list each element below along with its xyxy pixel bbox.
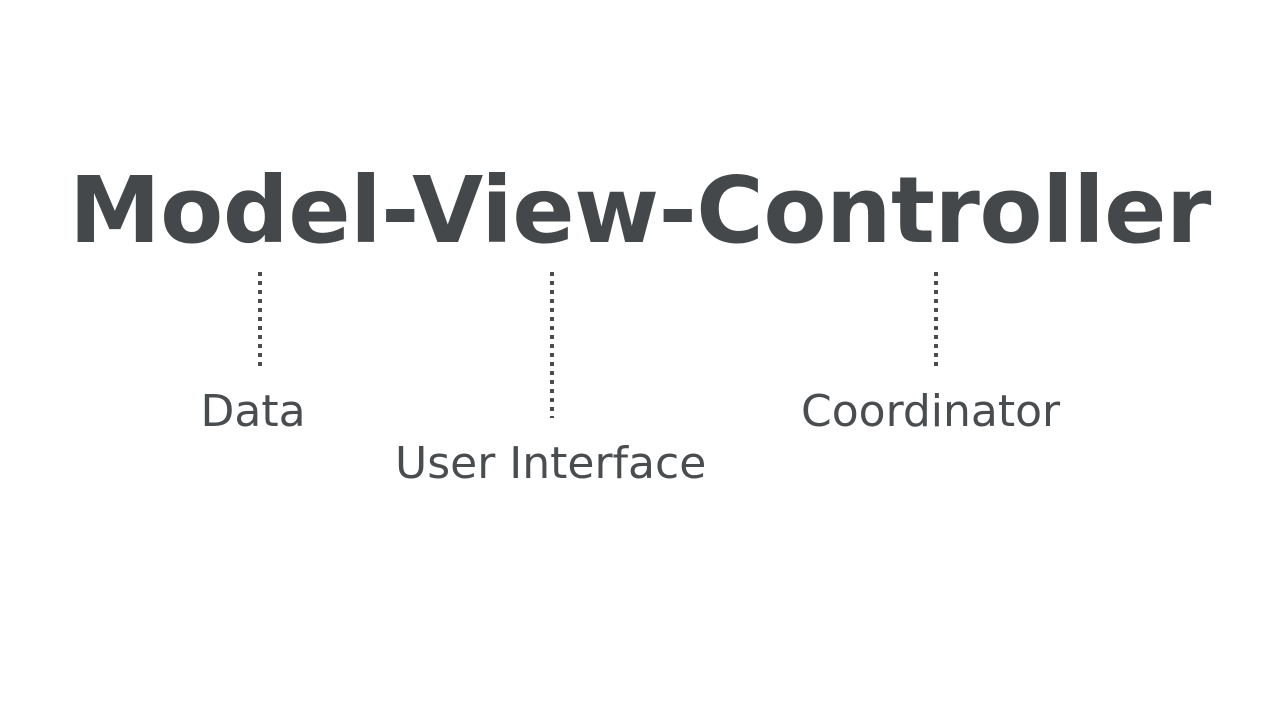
view-connector-dotted-line	[550, 272, 554, 418]
model-connector-dotted-line	[258, 272, 262, 368]
controller-connector-dotted-line	[934, 272, 938, 368]
label-model-meaning: Data	[200, 386, 306, 437]
page-title: Model-View-Controller	[69, 157, 1211, 264]
label-controller-meaning: Coordinator	[801, 386, 1061, 437]
label-view-meaning: User Interface	[395, 438, 707, 489]
